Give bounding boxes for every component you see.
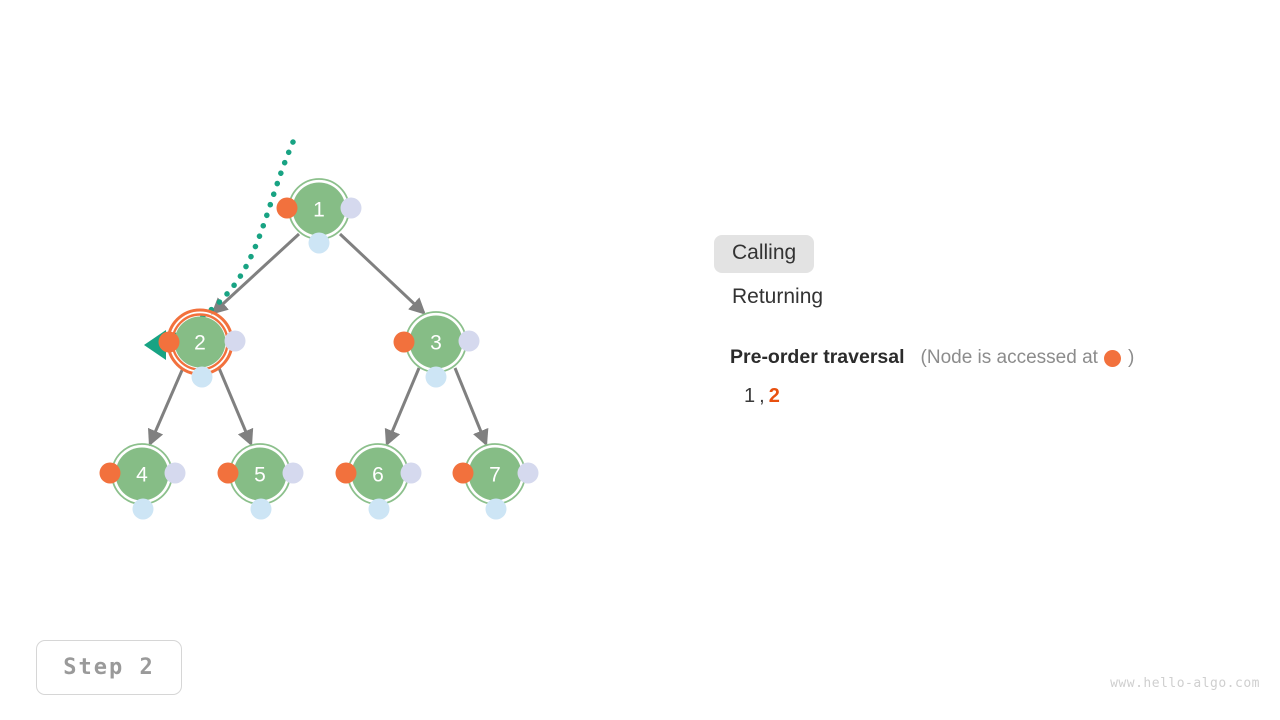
node-circle bbox=[409, 315, 463, 369]
node-circle bbox=[351, 447, 405, 501]
node-bottom-port-dot-icon bbox=[308, 232, 330, 254]
tree-edges bbox=[148, 232, 489, 447]
node-right-port-dot-icon bbox=[164, 462, 186, 484]
edge-2-5 bbox=[217, 367, 254, 447]
node-bottom-port-dot-icon bbox=[191, 366, 213, 388]
edge-1-3 bbox=[338, 232, 426, 315]
node-label: 4 bbox=[136, 464, 148, 487]
tree-node-4[interactable]: 4 bbox=[99, 443, 186, 520]
tree-node-3[interactable]: 3 bbox=[393, 311, 480, 388]
traversal-heading: Pre-order traversal (Node is accessed at… bbox=[730, 346, 1254, 369]
binary-tree-diagram: 1 2 3 4 5 bbox=[99, 139, 539, 520]
traversal-result-list: 1,2 bbox=[730, 385, 1254, 408]
state-badge-returning: Returning bbox=[732, 285, 824, 309]
result-separator: , bbox=[759, 385, 766, 407]
node-circle bbox=[468, 447, 522, 501]
traversal-title: Pre-order traversal bbox=[730, 346, 905, 368]
node-access-dot-icon bbox=[217, 462, 239, 484]
tree-node-5[interactable]: 5 bbox=[217, 443, 304, 520]
tree-node-6[interactable]: 6 bbox=[335, 443, 422, 520]
node-label: 1 bbox=[313, 199, 325, 222]
node-bottom-port-dot-icon bbox=[485, 498, 507, 520]
node-access-dot-icon bbox=[335, 462, 357, 484]
recursion-path-line bbox=[160, 139, 296, 346]
node-label: 7 bbox=[489, 464, 501, 487]
node-right-port-dot-icon bbox=[517, 462, 539, 484]
edge-3-7 bbox=[453, 367, 489, 447]
edge-2-4 bbox=[148, 367, 185, 447]
node-circle bbox=[233, 447, 287, 501]
node-right-port-dot-icon bbox=[282, 462, 304, 484]
edge-1-2 bbox=[211, 232, 301, 315]
result-item-current: 2 bbox=[768, 385, 781, 407]
node-access-dot-icon bbox=[393, 331, 415, 353]
state-badge-calling: Calling bbox=[714, 235, 815, 273]
edge-3-6 bbox=[384, 367, 421, 447]
node-circle bbox=[115, 447, 169, 501]
state-row-returning: Returning bbox=[714, 276, 1254, 320]
node-right-port-dot-icon bbox=[340, 197, 362, 219]
node-right-port-dot-icon bbox=[224, 330, 246, 352]
result-item: 1 bbox=[744, 385, 757, 407]
node-access-dot-icon bbox=[276, 197, 298, 219]
traversal-block: Pre-order traversal (Node is accessed at… bbox=[714, 346, 1254, 408]
node-circle bbox=[292, 182, 346, 236]
node-right-port-dot-icon bbox=[458, 330, 480, 352]
node-circle bbox=[174, 316, 226, 368]
watermark: www.hello-algo.com bbox=[1110, 676, 1260, 691]
node-access-dot-icon bbox=[158, 331, 180, 353]
node-right-port-dot-icon bbox=[400, 462, 422, 484]
node-access-dot-icon bbox=[99, 462, 121, 484]
node-bottom-port-dot-icon bbox=[132, 498, 154, 520]
access-dot-legend-icon bbox=[1103, 350, 1121, 367]
node-label: 6 bbox=[372, 464, 384, 487]
node-bottom-port-dot-icon bbox=[425, 366, 447, 388]
traversal-legend-suffix: ) bbox=[1127, 346, 1135, 368]
tree-node-2[interactable]: 2 bbox=[158, 308, 246, 388]
step-badge: Step 2 bbox=[36, 640, 182, 695]
node-bottom-port-dot-icon bbox=[250, 498, 272, 520]
node-label: 3 bbox=[430, 332, 442, 355]
tree-node-1[interactable]: 1 bbox=[276, 178, 362, 254]
node-label: 2 bbox=[194, 332, 206, 355]
traversal-legend-prefix: (Node is accessed at bbox=[920, 346, 1098, 368]
node-label: 5 bbox=[254, 464, 266, 487]
state-row-calling: Calling bbox=[714, 232, 1254, 276]
node-access-dot-icon bbox=[452, 462, 474, 484]
tree-node-7[interactable]: 7 bbox=[452, 443, 539, 520]
info-panel: Calling Returning Pre-order traversal (N… bbox=[714, 232, 1254, 408]
node-bottom-port-dot-icon bbox=[368, 498, 390, 520]
